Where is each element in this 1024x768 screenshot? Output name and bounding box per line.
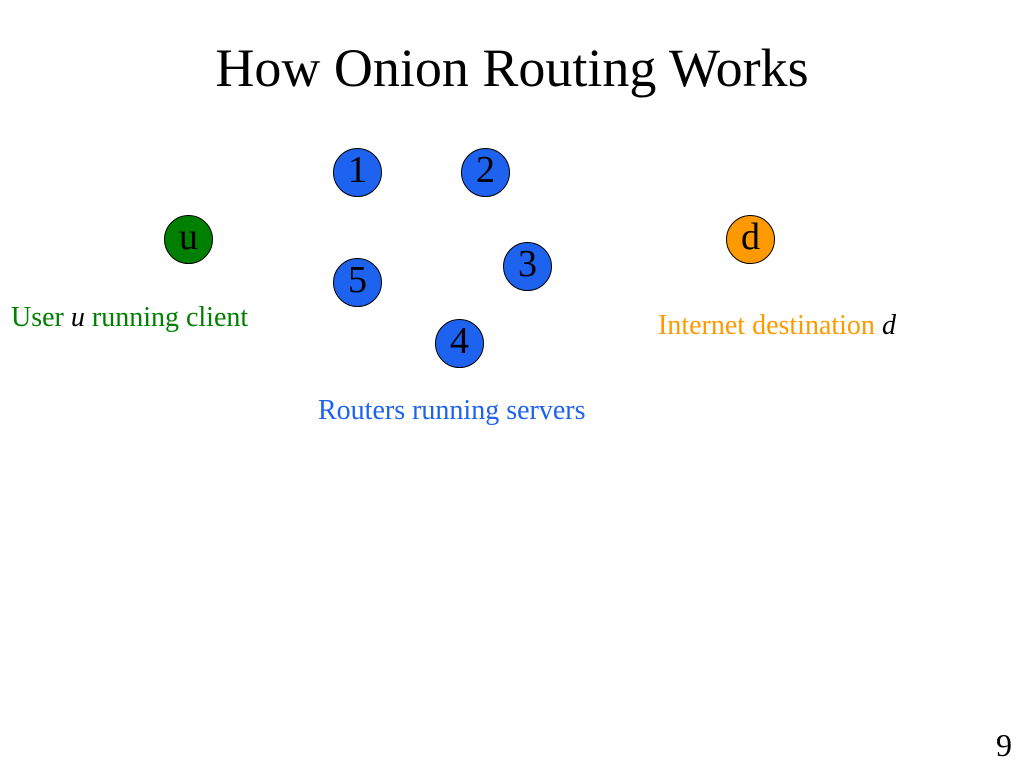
router-node-1-label: 1 xyxy=(348,148,367,191)
user-node-label: u xyxy=(179,215,198,258)
user-caption: User u running client xyxy=(11,301,248,335)
user-caption-variable: u xyxy=(70,302,85,333)
router-node-5: 5 xyxy=(333,258,382,307)
user-node: u xyxy=(164,215,213,264)
router-node-5-label: 5 xyxy=(348,258,367,301)
destination-caption-variable: d xyxy=(881,310,896,341)
router-node-4: 4 xyxy=(435,319,484,368)
router-node-3-label: 3 xyxy=(518,242,537,285)
router-node-3: 3 xyxy=(503,242,552,291)
router-node-1: 1 xyxy=(333,148,382,197)
slide-title: How Onion Routing Works xyxy=(215,38,809,98)
router-node-4-label: 4 xyxy=(450,319,469,362)
page-number: 9 xyxy=(996,727,1012,763)
router-node-2-label: 2 xyxy=(476,148,495,191)
destination-caption: Internet destination d xyxy=(658,309,896,343)
routers-caption-text: Routers running servers xyxy=(318,395,586,426)
user-caption-suffix: running client xyxy=(84,302,249,333)
router-node-2: 2 xyxy=(461,148,510,197)
user-caption-prefix: User xyxy=(11,302,71,333)
destination-node: d xyxy=(726,215,775,264)
routers-caption: Routers running servers xyxy=(318,394,586,428)
destination-caption-text: Internet destination xyxy=(658,310,882,341)
destination-node-label: d xyxy=(741,215,760,258)
